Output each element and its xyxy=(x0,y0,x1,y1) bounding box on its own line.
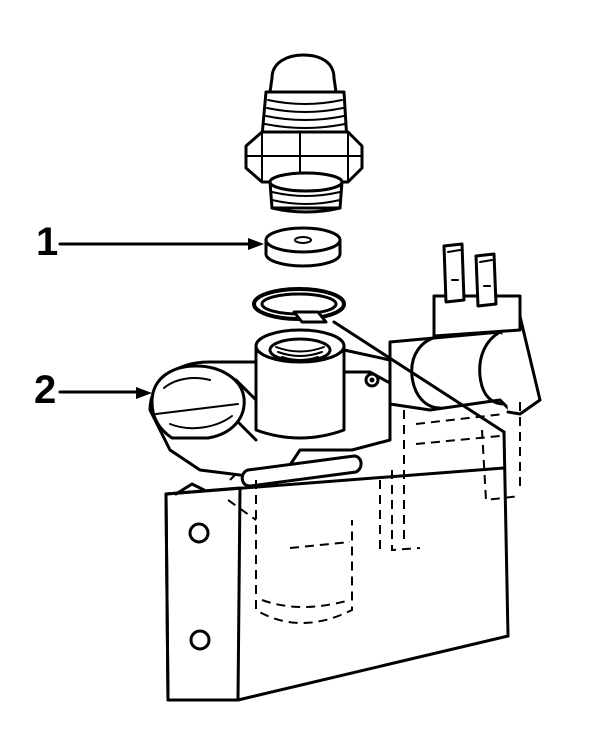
callout-line-2 xyxy=(58,387,152,399)
solenoid-coil xyxy=(388,294,542,416)
fitting-nut xyxy=(244,53,364,214)
mounting-bracket xyxy=(164,320,510,702)
terminals xyxy=(442,242,498,308)
washer xyxy=(264,226,342,268)
callout-line-1 xyxy=(58,238,264,250)
callout-label-1: 1 xyxy=(36,220,59,264)
hidden-lines xyxy=(227,402,521,624)
flow-control xyxy=(150,364,246,440)
callout-label-2: 2 xyxy=(34,368,57,412)
